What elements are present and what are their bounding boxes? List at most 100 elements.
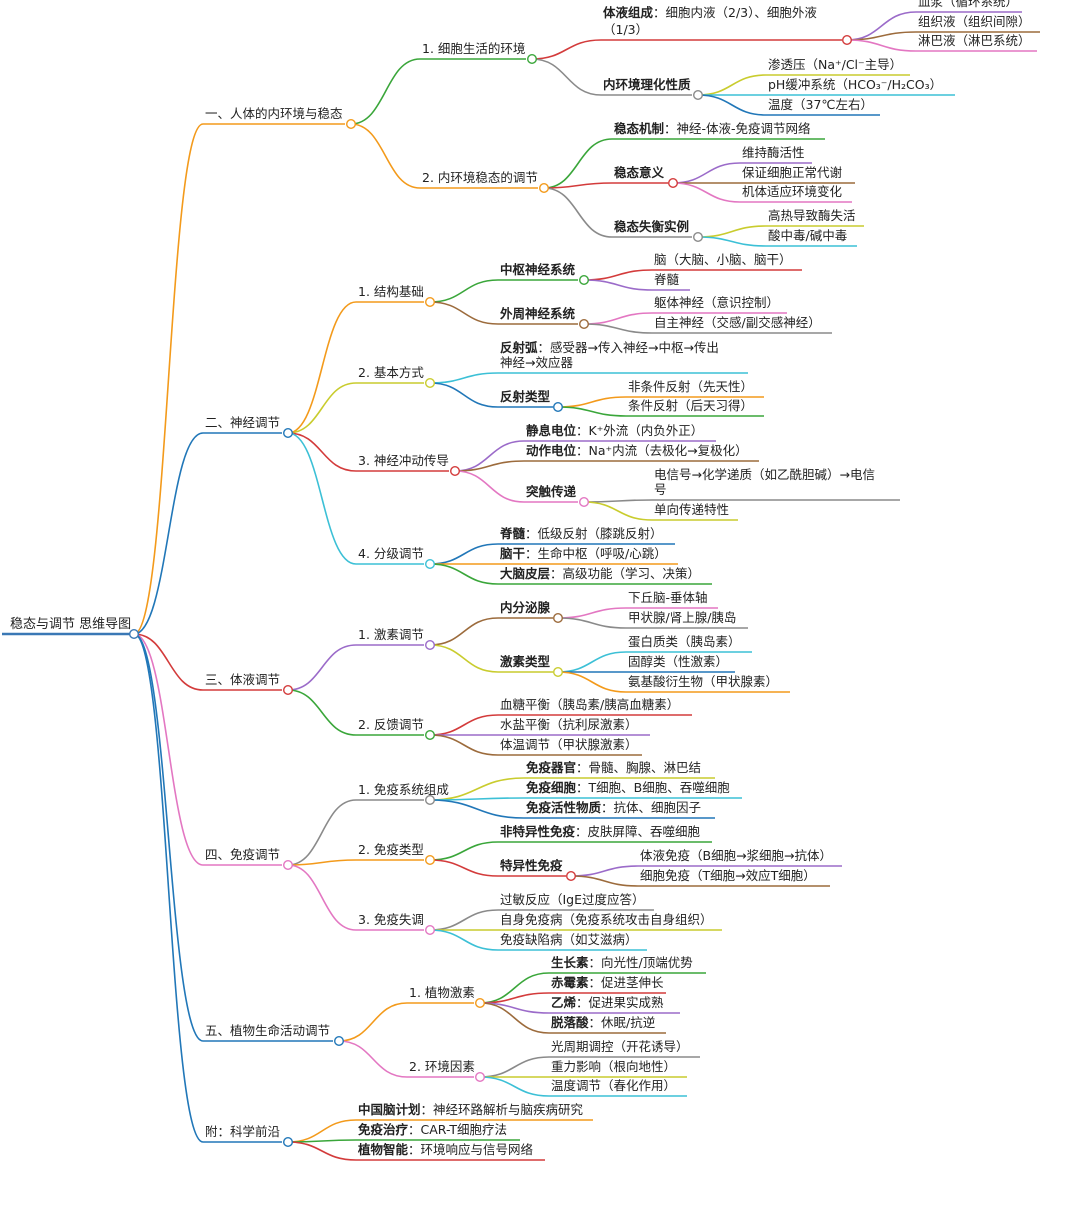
branch-5[interactable]: 五、植物生命活动调节 bbox=[205, 1023, 330, 1038]
branch-1-2-2-collapse-toggle[interactable] bbox=[668, 177, 679, 188]
branch-6-1[interactable]: 中国脑计划：神经环路解析与脑疾病研究 bbox=[358, 1102, 584, 1117]
branch-4-2[interactable]: 2. 免疫类型 bbox=[358, 842, 424, 857]
branch-5-1-1[interactable]: 生长素：向光性/顶端优势 bbox=[551, 955, 693, 970]
branch-4-1-2[interactable]: 免疫细胞：T细胞、B细胞、吞噬细胞 bbox=[526, 780, 730, 795]
branch-4-2-2-collapse-toggle[interactable] bbox=[566, 871, 577, 882]
branch-2-4-collapse-toggle[interactable] bbox=[425, 559, 436, 570]
branch-1-1-1-3[interactable]: 淋巴液（淋巴系统） bbox=[918, 33, 1031, 48]
branch-1-1-2-3[interactable]: 温度（37℃左右） bbox=[768, 97, 873, 112]
branch-2-3-3[interactable]: 突触传递 bbox=[526, 484, 577, 499]
branch-5-2[interactable]: 2. 环境因素 bbox=[409, 1059, 475, 1074]
branch-3-1-2[interactable]: 激素类型 bbox=[500, 654, 551, 669]
branch-4-3-2[interactable]: 自身免疫病（免疫系统攻击自身组织） bbox=[500, 912, 713, 927]
branch-2-1-2-collapse-toggle[interactable] bbox=[579, 319, 590, 330]
branch-3-1-1-1[interactable]: 下丘脑-垂体轴 bbox=[628, 590, 708, 605]
branch-1-2-2-1[interactable]: 维持酶活性 bbox=[742, 145, 805, 160]
branch-4-2-2-2[interactable]: 细胞免疫（T细胞→效应T细胞） bbox=[640, 868, 816, 883]
branch-2-1-1[interactable]: 中枢神经系统 bbox=[500, 262, 576, 277]
branch-2-3-2[interactable]: 动作电位：Na⁺内流（去极化→复极化） bbox=[526, 443, 748, 458]
branch-2-3-3-2[interactable]: 单向传递特性 bbox=[654, 502, 729, 517]
branch-2-1-1-2[interactable]: 脊髓 bbox=[654, 272, 680, 287]
branch-4-1[interactable]: 1. 免疫系统组成 bbox=[358, 782, 449, 797]
branch-1-1-1-2[interactable]: 组织液（组织间隙） bbox=[918, 14, 1031, 29]
branch-3-1-2-1[interactable]: 蛋白质类（胰岛素） bbox=[628, 634, 741, 649]
branch-1-1-2[interactable]: 内环境理化性质 bbox=[603, 77, 691, 92]
branch-2-3-collapse-toggle[interactable] bbox=[450, 466, 461, 477]
branch-2-1-1-collapse-toggle[interactable] bbox=[579, 275, 590, 286]
branch-3-2-3[interactable]: 体温调节（甲状腺激素） bbox=[500, 737, 638, 752]
branch-5-2-1[interactable]: 光周期调控（开花诱导） bbox=[551, 1039, 689, 1054]
branch-1-2-collapse-toggle[interactable] bbox=[539, 182, 550, 193]
branch-3-1[interactable]: 1. 激素调节 bbox=[358, 627, 424, 642]
branch-3-1-1-2[interactable]: 甲状腺/肾上腺/胰岛 bbox=[628, 610, 736, 625]
branch-3-1-collapse-toggle[interactable] bbox=[425, 640, 436, 651]
branch-3-2-1[interactable]: 血糖平衡（胰岛素/胰高血糖素） bbox=[500, 697, 679, 712]
branch-6-collapse-toggle[interactable] bbox=[283, 1136, 294, 1147]
branch-3-1-2-collapse-toggle[interactable] bbox=[553, 667, 564, 678]
branch-6[interactable]: 附：科学前沿 bbox=[205, 1124, 280, 1139]
branch-2-4-3[interactable]: 大脑皮层：高级功能（学习、决策） bbox=[500, 566, 700, 581]
branch-3-2-2[interactable]: 水盐平衡（抗利尿激素） bbox=[500, 717, 638, 732]
branch-5-2-3[interactable]: 温度调节（春化作用） bbox=[551, 1078, 676, 1093]
branch-2-1-1-1[interactable]: 脑（大脑、小脑、脑干） bbox=[654, 252, 792, 267]
branch-4-3-3[interactable]: 免疫缺陷病（如艾滋病） bbox=[500, 932, 638, 947]
branch-1-2-2[interactable]: 稳态意义 bbox=[614, 165, 665, 180]
branch-4[interactable]: 四、免疫调节 bbox=[205, 847, 280, 862]
branch-1-1-collapse-toggle[interactable] bbox=[527, 54, 538, 65]
branch-1-1-2-2[interactable]: pH缓冲系统（HCO₃⁻/H₂CO₃） bbox=[768, 77, 942, 92]
branch-2-2[interactable]: 2. 基本方式 bbox=[358, 365, 424, 380]
branch-5-1-4[interactable]: 脱落酸：休眠/抗逆 bbox=[551, 1015, 656, 1030]
branch-2-1-2-2[interactable]: 自主神经（交感/副交感神经） bbox=[654, 315, 821, 330]
branch-1-2-3-2[interactable]: 酸中毒/碱中毒 bbox=[768, 228, 847, 243]
branch-1-1-2-collapse-toggle[interactable] bbox=[693, 89, 704, 100]
branch-3-2[interactable]: 2. 反馈调节 bbox=[358, 717, 424, 732]
branch-5-1-3[interactable]: 乙烯：促进果实成熟 bbox=[551, 995, 664, 1010]
branch-4-1-1[interactable]: 免疫器官：骨髓、胸腺、淋巴结 bbox=[526, 760, 701, 775]
branch-1-2-3-collapse-toggle[interactable] bbox=[693, 231, 704, 242]
branch-1-2-3[interactable]: 稳态失衡实例 bbox=[614, 219, 689, 234]
branch-3-1-1[interactable]: 内分泌腺 bbox=[500, 600, 551, 615]
branch-1-2-2-3[interactable]: 机体适应环境变化 bbox=[742, 184, 843, 199]
branch-2-2-2-2[interactable]: 条件反射（后天习得） bbox=[628, 398, 753, 413]
branch-2-1-2-1[interactable]: 躯体神经（意识控制） bbox=[654, 295, 779, 310]
branch-5-1-collapse-toggle[interactable] bbox=[475, 998, 486, 1009]
branch-4-3-1[interactable]: 过敏反应（IgE过度应答） bbox=[500, 892, 645, 907]
branch-2-4-1[interactable]: 脊髓：低级反射（膝跳反射） bbox=[499, 526, 663, 541]
branch-3-2-collapse-toggle[interactable] bbox=[425, 730, 436, 741]
branch-4-2-collapse-toggle[interactable] bbox=[425, 855, 436, 866]
branch-3-1-2-3[interactable]: 氨基酸衍生物（甲状腺素） bbox=[628, 674, 778, 689]
branch-1-1-1[interactable]: 体液组成：细胞内液（2/3）、细胞外液 bbox=[603, 5, 817, 20]
branch-4-2-2[interactable]: 特异性免疫 bbox=[500, 858, 563, 873]
branch-2-4-2[interactable]: 脑干：生命中枢（呼吸/心跳） bbox=[499, 546, 667, 561]
branch-2-2-collapse-toggle[interactable] bbox=[425, 378, 436, 389]
root-collapse-toggle[interactable] bbox=[128, 629, 139, 640]
branch-5-2-2[interactable]: 重力影响（根向地性） bbox=[551, 1059, 676, 1074]
branch-1-1-2-1[interactable]: 渗透压（Na⁺/Cl⁻主导） bbox=[768, 57, 902, 72]
branch-2-3-3-1[interactable]: 电信号→化学递质（如乙酰胆碱）→电信 bbox=[654, 467, 875, 482]
branch-4-2-2-1[interactable]: 体液免疫（B细胞→浆细胞→抗体） bbox=[640, 848, 832, 863]
branch-2-4[interactable]: 4. 分级调节 bbox=[358, 546, 424, 561]
branch-4-1-collapse-toggle[interactable] bbox=[425, 795, 436, 806]
branch-4-collapse-toggle[interactable] bbox=[283, 860, 294, 871]
root-topic[interactable]: 稳态与调节 思维导图 bbox=[10, 616, 131, 632]
branch-2-1-2[interactable]: 外周神经系统 bbox=[499, 306, 576, 321]
branch-1-collapse-toggle[interactable] bbox=[346, 118, 357, 129]
branch-3-1-1-collapse-toggle[interactable] bbox=[553, 613, 564, 624]
branch-1[interactable]: 一、人体的内环境与稳态 bbox=[205, 106, 343, 121]
branch-1-1-1-1[interactable]: 血浆（循环系统） bbox=[918, 0, 1018, 9]
branch-2-3-1[interactable]: 静息电位：K⁺外流（内负外正） bbox=[526, 423, 703, 438]
branch-1-2[interactable]: 2. 内环境稳态的调节 bbox=[422, 170, 538, 185]
branch-5-1[interactable]: 1. 植物激素 bbox=[409, 985, 475, 1000]
branch-2-3-3-collapse-toggle[interactable] bbox=[579, 497, 590, 508]
branch-5-1-2[interactable]: 赤霉素：促进茎伸长 bbox=[551, 975, 664, 990]
branch-5-collapse-toggle[interactable] bbox=[334, 1035, 345, 1046]
branch-2-1[interactable]: 1. 结构基础 bbox=[358, 284, 424, 299]
branch-3-1-2-2[interactable]: 固醇类（性激素） bbox=[628, 654, 728, 669]
branch-3[interactable]: 三、体液调节 bbox=[205, 672, 280, 687]
branch-2-3[interactable]: 3. 神经冲动传导 bbox=[358, 453, 449, 468]
branch-4-3-collapse-toggle[interactable] bbox=[425, 925, 436, 936]
branch-1-2-2-2[interactable]: 保证细胞正常代谢 bbox=[742, 165, 842, 180]
branch-4-1-3[interactable]: 免疫活性物质：抗体、细胞因子 bbox=[526, 800, 701, 815]
branch-1-1-1-collapse-toggle[interactable] bbox=[842, 35, 853, 46]
branch-5-2-collapse-toggle[interactable] bbox=[475, 1071, 486, 1082]
